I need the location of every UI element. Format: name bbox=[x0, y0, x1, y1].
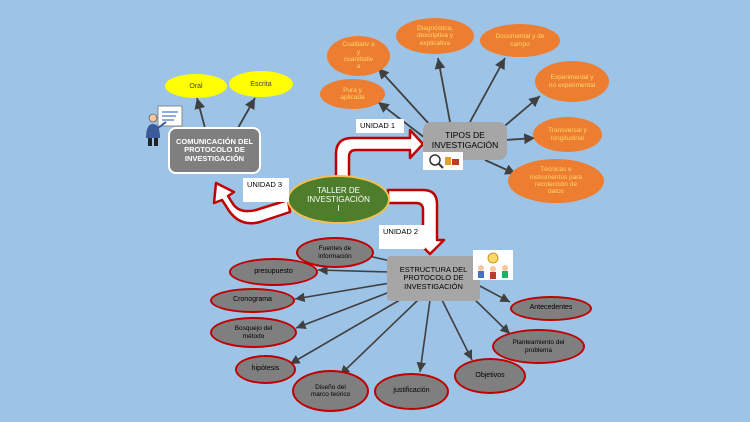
estructura-connectors bbox=[289, 251, 511, 376]
estructura-item-planteamiento: Planteamiento del problema bbox=[492, 329, 585, 364]
objetivos-label: Objetivos bbox=[475, 371, 505, 379]
presenter-icon bbox=[146, 105, 183, 146]
cronograma-label: Cronograma bbox=[233, 296, 272, 304]
tipos-label: TIPOS DE INVESTIGACIÓN bbox=[431, 130, 499, 150]
pura-label: Pura y aplicada bbox=[340, 86, 365, 101]
comunicacion-connectors bbox=[194, 97, 256, 129]
tools-illustration bbox=[423, 152, 463, 170]
hipotesis-label: hipótesis bbox=[251, 365, 280, 373]
tipos-item-experimental: Experimental y no experimental bbox=[535, 61, 609, 102]
tipos-item-documental: Documental y de campo bbox=[480, 24, 560, 57]
unidad-2-tag: UNIDAD 2 bbox=[379, 225, 425, 249]
estructura-item-antecedentes: Antecedentes bbox=[510, 296, 592, 321]
planteamiento-label: Planteamiento del problema bbox=[512, 339, 565, 354]
presupuesto-label: presupuesto bbox=[254, 267, 293, 275]
team-illustration bbox=[473, 250, 513, 280]
tipos-item-diagnostica: Diagnóstica, descriptiva y explicativa bbox=[396, 18, 474, 54]
estructura-label: ESTRUCTURA DEL PROTOCOLO DE INVESTIGACIÓ… bbox=[399, 264, 468, 291]
comunicacion-label: COMUNICACIÓN DEL PROTOCOLO DE INVESTIGAC… bbox=[175, 136, 254, 163]
transversal-label: Transversal y longitudinal bbox=[548, 127, 587, 142]
center-label: TALLER DE INVESTIGACIÓN I bbox=[307, 185, 370, 214]
tipos-item-cualitativa: Cualitativ a y cuantitativ a bbox=[327, 36, 390, 76]
comunicacion-item-oral: Oral bbox=[165, 74, 227, 98]
unidad-1-tag: UNIDAD 1 bbox=[356, 119, 404, 133]
tipos-item-tecnicas: Técnicas e instrumentos para recolección… bbox=[508, 159, 604, 203]
antecedentes-label: Antecedentes bbox=[529, 304, 573, 312]
estructura-box: ESTRUCTURA DEL PROTOCOLO DE INVESTIGACIÓ… bbox=[387, 256, 480, 301]
estructura-item-objetivos: Objetivos bbox=[454, 358, 526, 394]
comunicacion-item-escrita: Escrita bbox=[229, 71, 293, 97]
diagnostica-label: Diagnóstica, descriptiva y explicativa bbox=[416, 24, 454, 47]
estructura-item-justificacion: justificación bbox=[374, 373, 449, 410]
experimental-label: Experimental y no experimental bbox=[548, 74, 596, 89]
unidad-3-tag: UNIDAD 3 bbox=[243, 178, 289, 202]
tecnicas-label: Técnicas e instrumentos para recolección… bbox=[529, 166, 583, 196]
center-node: TALLER DE INVESTIGACIÓN I bbox=[287, 175, 390, 224]
estructura-item-diseno: Diseño del marco teórico bbox=[292, 370, 369, 412]
estructura-item-hipotesis: hipótesis bbox=[235, 355, 296, 384]
estructura-item-cronograma: Cronograma bbox=[210, 288, 295, 313]
tipos-item-pura: Pura y aplicada bbox=[320, 79, 385, 109]
estructura-item-fuentes: Fuentes de información bbox=[296, 237, 374, 268]
bosquejo-label: Bosquejo del método bbox=[234, 325, 273, 340]
tipos-item-transversal: Transversal y longitudinal bbox=[533, 117, 602, 152]
diseno-label: Diseño del marco teórico bbox=[310, 383, 351, 398]
magnifier-icon bbox=[429, 154, 459, 169]
escrita-label: Escrita bbox=[250, 80, 272, 88]
person-presenting-illustration bbox=[144, 104, 184, 148]
cualitativa-label: Cualitativ a y cuantitativ a bbox=[342, 41, 375, 71]
comunicacion-box: COMUNICACIÓN DEL PROTOCOLO DE INVESTIGAC… bbox=[168, 127, 261, 174]
oral-label: Oral bbox=[189, 82, 203, 90]
estructura-item-presupuesto: presupuesto bbox=[229, 258, 318, 286]
team-idea-icon bbox=[478, 252, 508, 279]
documental-label: Documental y de campo bbox=[495, 33, 545, 48]
estructura-item-bosquejo: Bosquejo del método bbox=[210, 317, 297, 348]
justificacion-label: justificación bbox=[393, 387, 430, 395]
fuentes-label: Fuentes de información bbox=[318, 245, 352, 260]
